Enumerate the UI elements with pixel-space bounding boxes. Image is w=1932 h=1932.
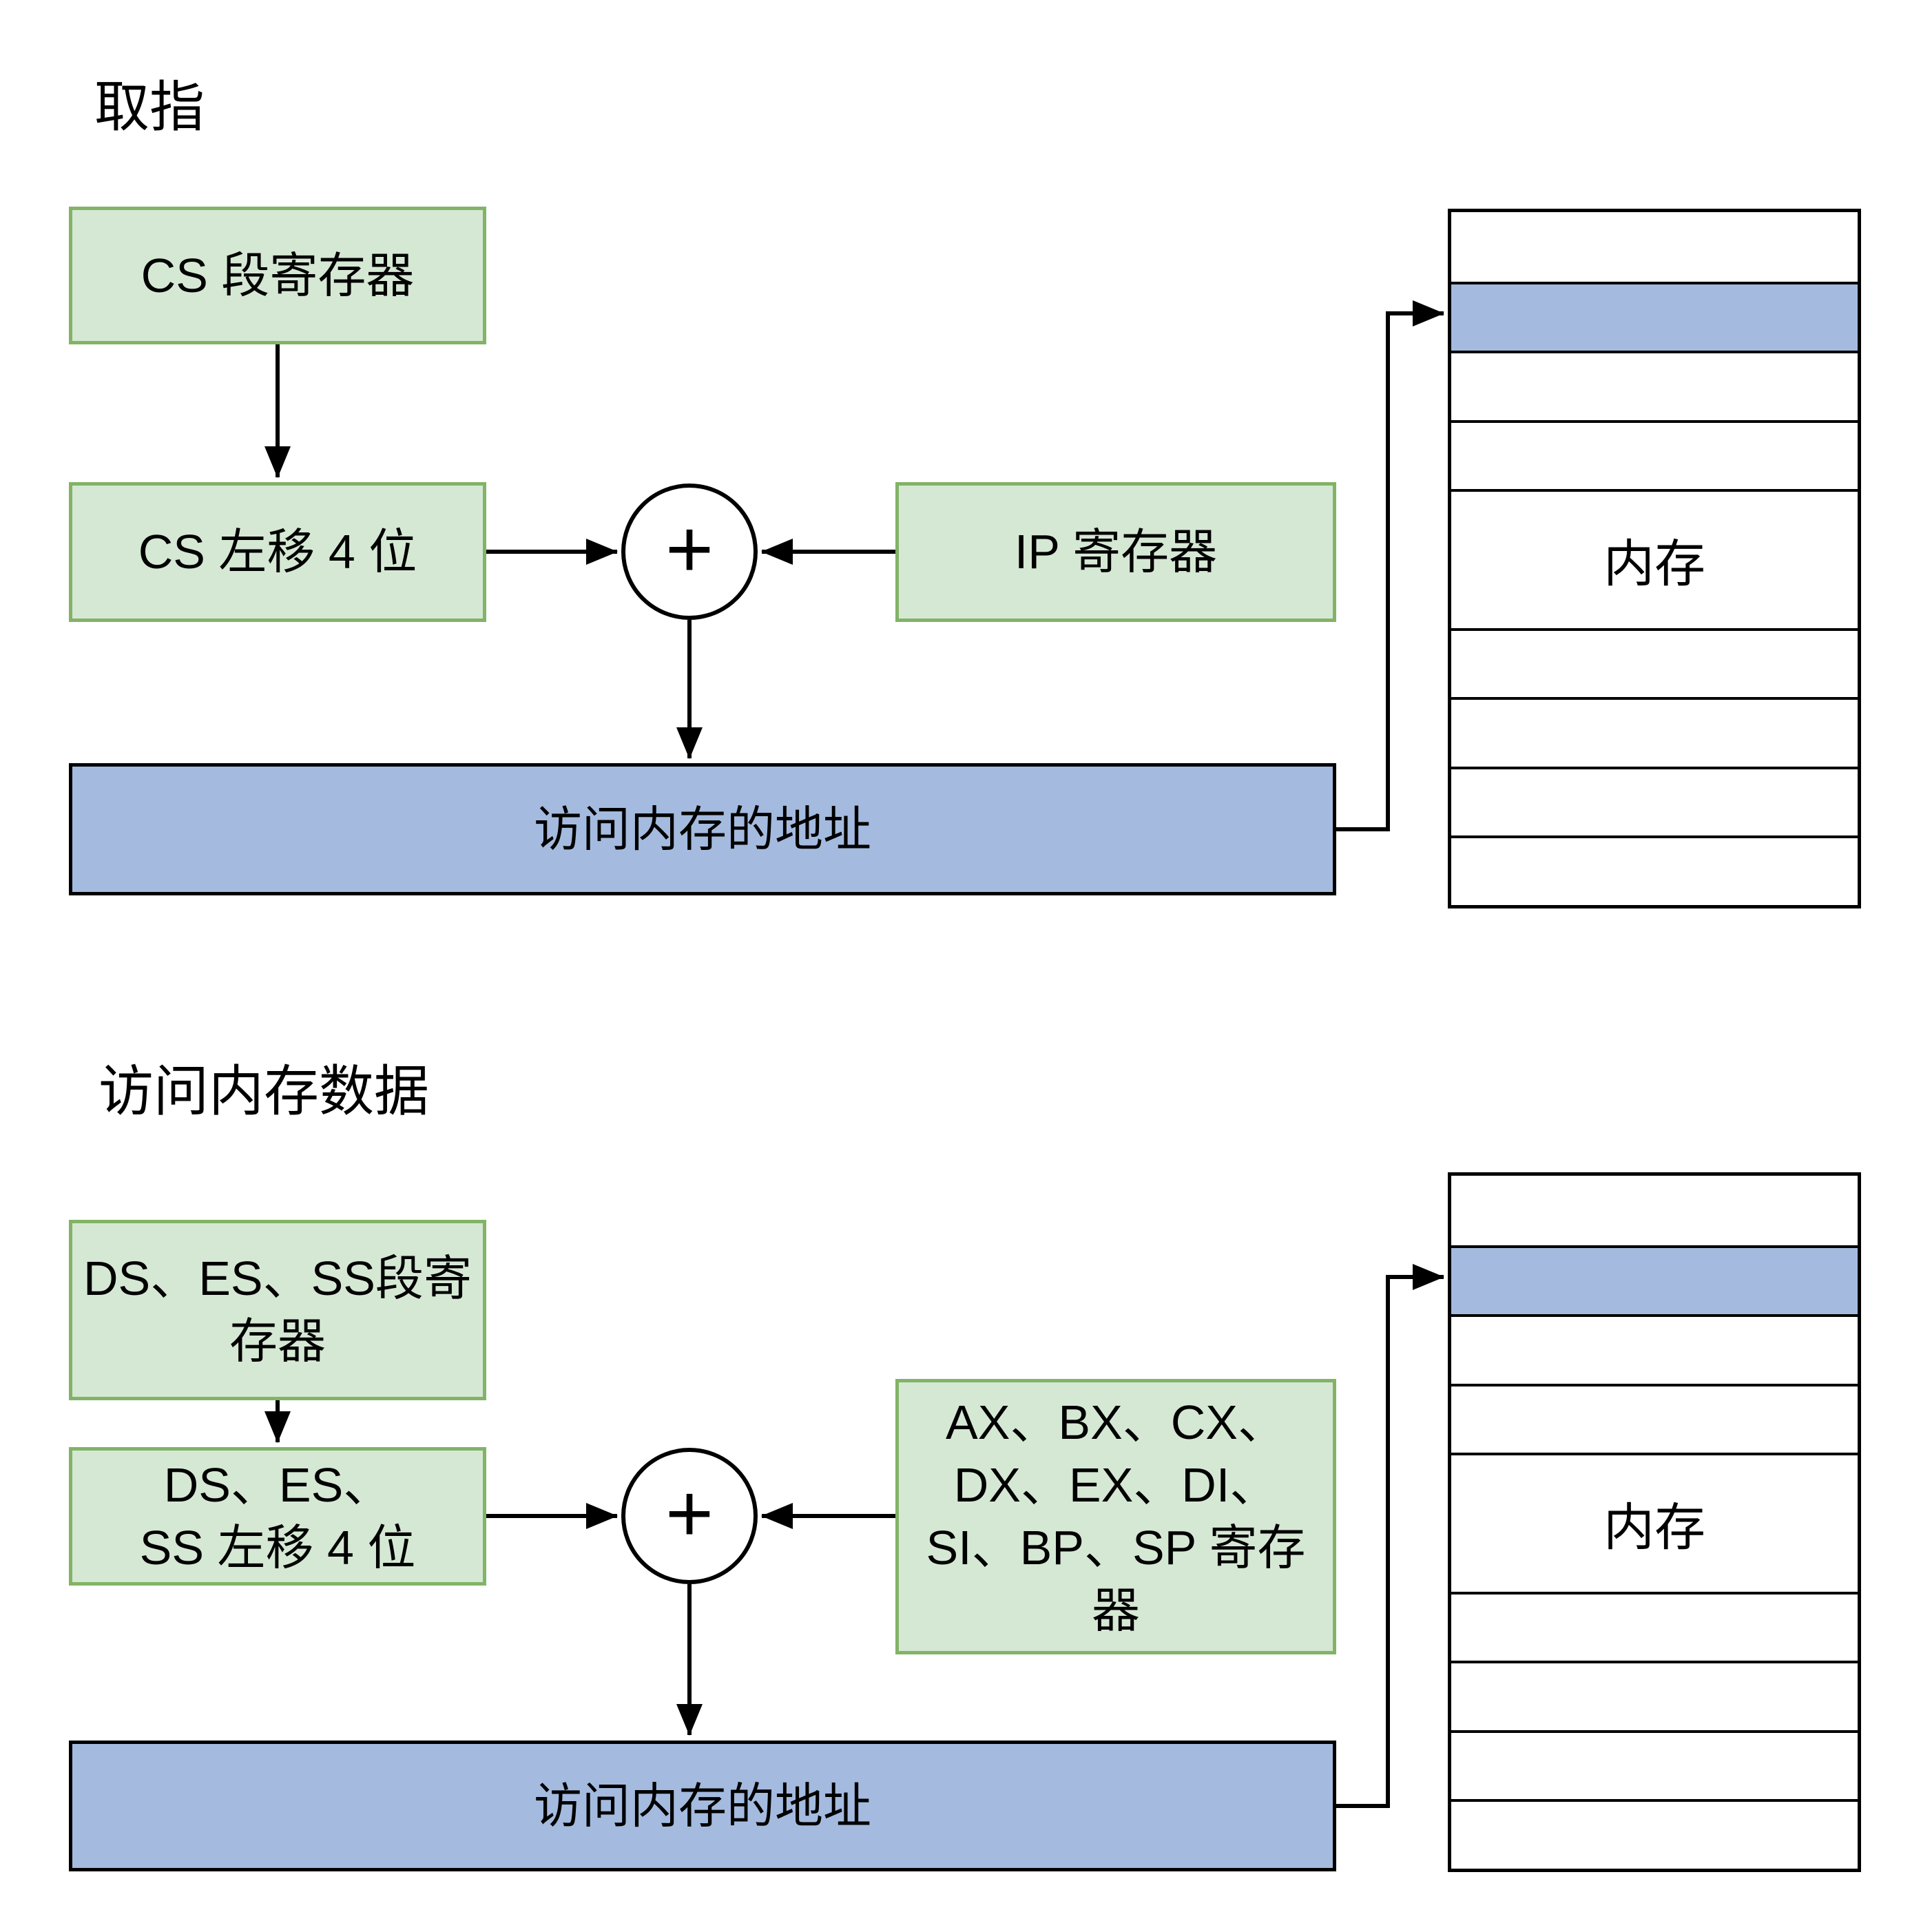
box-general-registers: AX、BX、CX、 DX、EX、DI、 SI、BP、SP 寄存 器 <box>895 1379 1336 1654</box>
memory-row <box>1451 766 1858 836</box>
memory-label: 内存 <box>1603 1499 1705 1557</box>
memory-row-highlighted <box>1451 281 1858 351</box>
memory-column-data: 内存 <box>1448 1172 1861 1872</box>
memory-row <box>1451 1383 1858 1453</box>
box-ds-es-ss-shift-left-4: DS、ES、 SS 左移 4 位 <box>69 1447 486 1586</box>
memory-row <box>1451 1661 1858 1730</box>
memory-row <box>1451 627 1858 698</box>
adder-circle-data: + <box>621 1448 758 1584</box>
section-title-fetch: 取指 <box>94 76 205 138</box>
box-cs-shift-left-4: CS 左移 4 位 <box>69 482 486 622</box>
memory-row <box>1451 1591 1858 1661</box>
section-title-data-access: 访问内存数据 <box>98 1061 429 1122</box>
memory-row <box>1451 697 1858 767</box>
memory-row <box>1451 1176 1858 1245</box>
memory-row-highlighted <box>1451 1245 1858 1315</box>
memory-label: 内存 <box>1603 535 1705 593</box>
memory-row <box>1451 212 1858 282</box>
memory-row <box>1451 419 1858 490</box>
adder-circle-fetch: + <box>621 484 758 620</box>
plus-sign: + <box>665 1467 714 1559</box>
memory-row <box>1451 1314 1858 1384</box>
memory-row <box>1451 1730 1858 1800</box>
connector-address-to-memory-data <box>1336 1264 1444 1808</box>
box-cs-segment-register: CS 段寄存器 <box>69 207 486 344</box>
plus-sign: + <box>665 503 714 595</box>
memory-row-label: 内存 <box>1451 1453 1858 1591</box>
connector-address-to-memory-fetch <box>1336 300 1444 831</box>
memory-column-fetch: 内存 <box>1448 209 1861 908</box>
memory-row-label: 内存 <box>1451 489 1858 627</box>
memory-row <box>1451 1799 1858 1869</box>
box-ip-register: IP 寄存器 <box>895 482 1336 622</box>
box-memory-access-address-data: 访问内存的地址 <box>69 1741 1336 1871</box>
memory-row <box>1451 351 1858 420</box>
box-ds-es-ss-segment-register: DS、ES、SS段寄 存器 <box>69 1220 486 1400</box>
box-memory-access-address-fetch: 访问内存的地址 <box>69 763 1336 895</box>
memory-row <box>1451 835 1858 905</box>
